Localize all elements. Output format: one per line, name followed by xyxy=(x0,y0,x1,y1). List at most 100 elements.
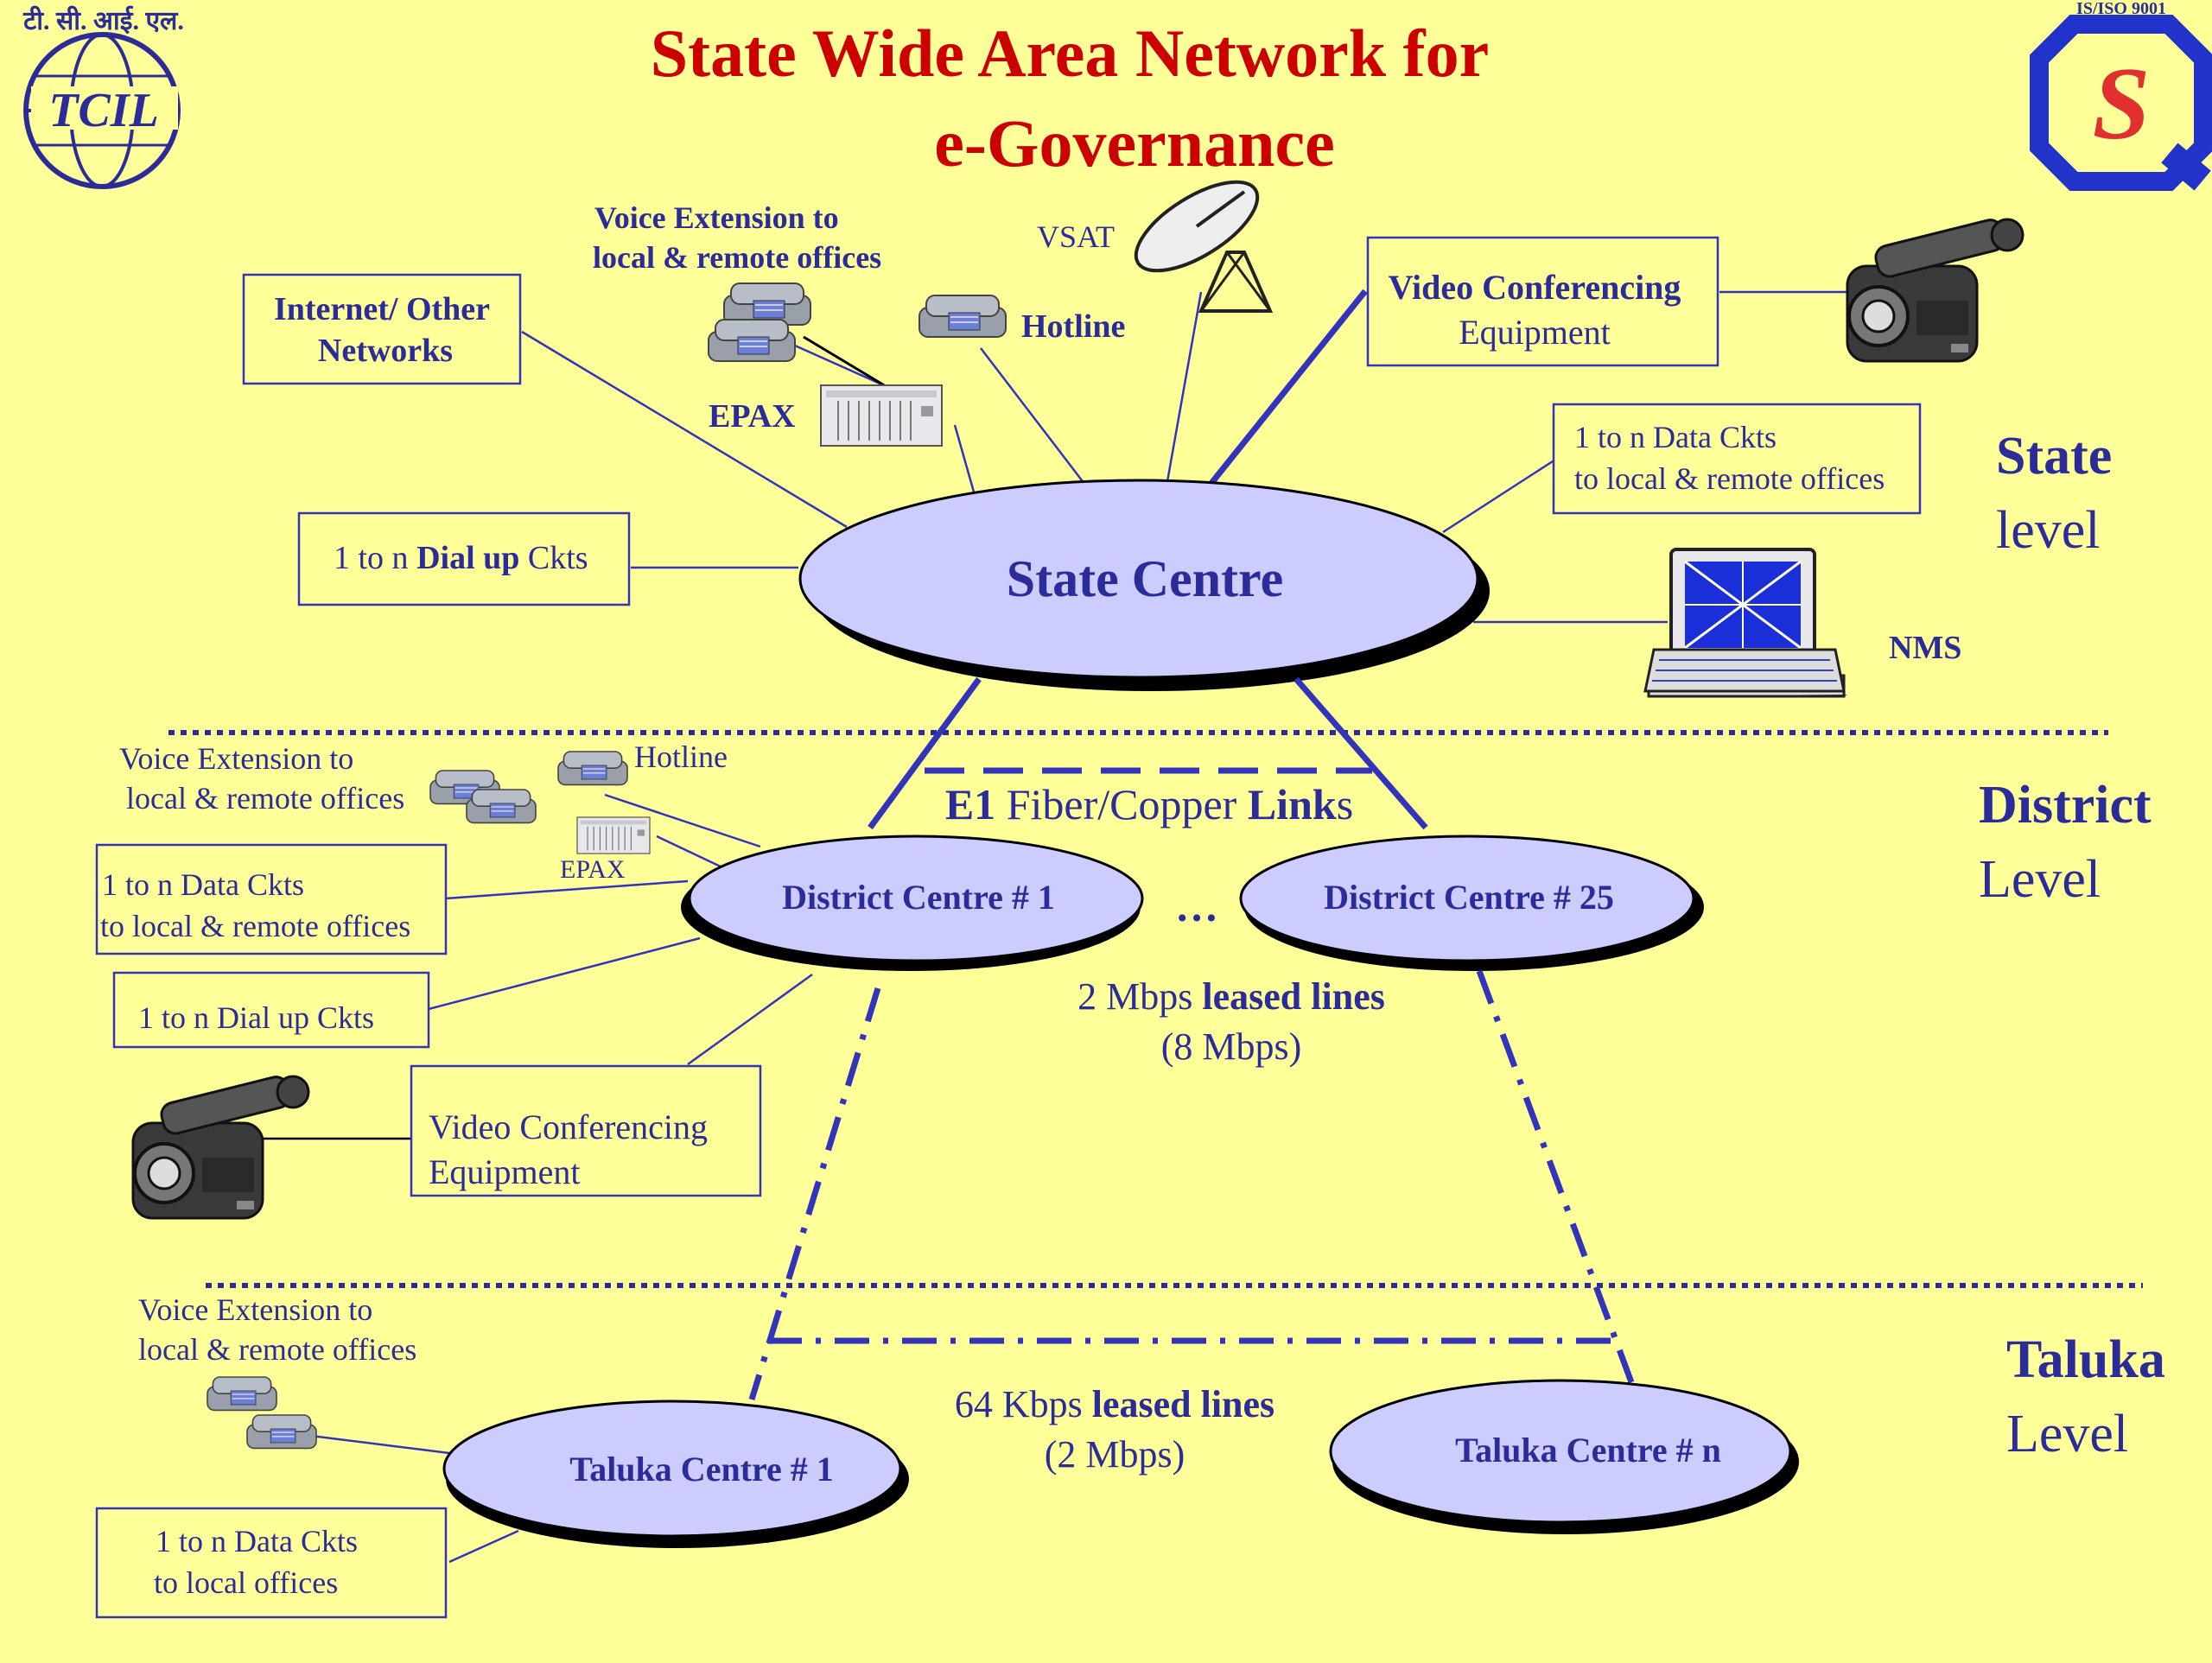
epax-icon xyxy=(576,816,651,854)
district-dialup-label: 1 to n Dial up Ckts xyxy=(138,1000,374,1035)
state-hotline-label: Hotline xyxy=(1021,308,1125,345)
internet-box-line2: Networks xyxy=(318,333,453,369)
mbps2-label: 2 Mbps leased lines (8 Mbps) xyxy=(1077,975,1385,1068)
taluka-data-ckts-line2: to local offices xyxy=(154,1565,338,1600)
district-centre-25-label: District Centre # 25 xyxy=(1324,878,1614,917)
tcil-logo: TCIL टी. सी. आई. एल. xyxy=(22,5,184,189)
phone-icon xyxy=(557,751,628,786)
vsat-label: VSAT xyxy=(1037,219,1115,254)
district-centre-25: District Centre # 25 xyxy=(1239,835,1704,971)
taluka-centre-n: Taluka Centre # n xyxy=(1329,1379,1799,1534)
kbps64-pre: 64 Kbps xyxy=(955,1383,1092,1425)
state-voice-extension: Voice Extension to local & remote office… xyxy=(593,200,891,390)
state-dialup-bold: Dial up xyxy=(416,540,519,576)
title-line-2: e-Governance xyxy=(934,105,1335,181)
iso-logo-mark: S xyxy=(2093,46,2151,161)
nms: NMS xyxy=(1643,548,1961,698)
phone-icon xyxy=(466,789,537,824)
iso-logo: IS/ISO 9001 S xyxy=(2030,0,2212,191)
epax-icon xyxy=(820,384,943,447)
internet-box: Internet/ Other Networks xyxy=(242,273,522,385)
vsat: VSAT xyxy=(1037,180,1274,313)
district-epax-label: EPAX xyxy=(560,855,626,884)
e1-label-bold2: Link xyxy=(1248,780,1337,828)
keyboard-icon xyxy=(1643,648,1846,693)
taluka-connectors xyxy=(310,1434,519,1564)
state-epax-label: EPAX xyxy=(709,398,796,435)
taluka-centre-1-label: Taluka Centre # 1 xyxy=(569,1450,834,1488)
state-video-conf-box: Video Conferencing Equipment xyxy=(1366,236,1719,367)
district-taluka-links xyxy=(748,969,1635,1401)
internet-box-line1: Internet/ Other xyxy=(274,291,490,327)
state-hotline: Hotline xyxy=(918,295,1125,345)
e1-link-label: E1 Fiber/Copper Links xyxy=(945,780,1353,828)
district-data-ckts-line1: 1 to n Data Ckts xyxy=(102,867,304,902)
phone-icon xyxy=(207,1376,277,1412)
kbps64-bold: leased lines xyxy=(1092,1383,1274,1425)
svg-text:64 Kbps leased lines: 64 Kbps leased lines xyxy=(955,1383,1274,1425)
taluka-voice-extension: Voice Extension to local & remote office… xyxy=(138,1292,416,1450)
district-voice-extension-line2: local & remote offices xyxy=(126,781,404,816)
state-dialup-pre: 1 to n xyxy=(334,540,416,576)
mbps2-sub: (8 Mbps) xyxy=(1161,1025,1302,1068)
level-district-title: District xyxy=(1979,776,2152,835)
e1-label-mid: Fiber/Copper xyxy=(995,780,1248,828)
state-voice-extension-line2: local & remote offices xyxy=(593,240,881,275)
district-connectors xyxy=(251,793,813,1140)
level-taluka-sub: Level xyxy=(2006,1405,2128,1463)
iso-logo-text: IS/ISO 9001 xyxy=(2076,0,2166,18)
state-dialup-box: 1 to n Dial up Ckts xyxy=(297,511,631,606)
phone-icon xyxy=(723,282,811,326)
kbps64-label: 64 Kbps leased lines (2 Mbps) xyxy=(955,1383,1274,1476)
taluka-voice-extension-line1: Voice Extension to xyxy=(138,1292,372,1327)
level-state-sub: level xyxy=(1996,501,2101,560)
state-epax: EPAX xyxy=(709,384,943,447)
e1-label-post: s xyxy=(1337,780,1353,828)
district-voice-extension-line1: Voice Extension to xyxy=(119,741,353,776)
district-voice-extension: Voice Extension to local & remote office… xyxy=(119,739,728,884)
state-video-conf-line1: Video Conferencing xyxy=(1389,268,1681,307)
district-dialup-box: 1 to n Dial up Ckts xyxy=(112,971,430,1049)
state-centre: State Centre xyxy=(798,479,1490,691)
taluka-centre-n-label: Taluka Centre # n xyxy=(1455,1431,1721,1469)
district-data-ckts-line2: to local & remote offices xyxy=(100,909,410,943)
level-state-title: State xyxy=(1996,427,2112,486)
mbps2-bold: leased lines xyxy=(1202,975,1384,1018)
level-labels: State level District Level Taluka Level xyxy=(1979,427,2165,1463)
district-video-conf-line2: Equipment xyxy=(429,1152,581,1191)
mbps2-pre: 2 Mbps xyxy=(1077,975,1202,1018)
taluka-data-ckts-line1: 1 to n Data Ckts xyxy=(156,1524,358,1558)
svg-text:1 to n Dial up Ckts: 1 to n Dial up Ckts xyxy=(334,540,588,576)
level-taluka-title: Taluka xyxy=(2006,1330,2165,1389)
phone-icon xyxy=(246,1414,317,1450)
title-line-1: State Wide Area Network for xyxy=(651,16,1490,91)
kbps64-sub: (2 Mbps) xyxy=(1045,1433,1185,1476)
phone-icon xyxy=(708,319,796,362)
phone-icon xyxy=(918,295,1007,338)
taluka-centre-1: Taluka Centre # 1 xyxy=(442,1400,909,1548)
level-district-sub: Level xyxy=(1979,850,2101,909)
district-video-conf-box: Video Conferencing Equipment xyxy=(410,1064,762,1197)
taluka-data-ckts-box: 1 to n Data Ckts to local offices xyxy=(95,1507,448,1619)
tcil-logo-text: TCIL xyxy=(48,84,159,137)
district-video-conf-line1: Video Conferencing xyxy=(429,1108,708,1146)
state-data-ckts-line1: 1 to n Data Ckts xyxy=(1574,420,1777,454)
state-data-ckts-box: 1 to n Data Ckts to local & remote offic… xyxy=(1552,403,1922,515)
state-video-conf-line2: Equipment xyxy=(1459,313,1611,352)
district-hotline-label: Hotline xyxy=(634,739,728,774)
taluka-voice-extension-line2: local & remote offices xyxy=(138,1332,416,1367)
state-voice-extension-line1: Voice Extension to xyxy=(594,200,839,235)
district-ellipsis: … xyxy=(1175,882,1218,930)
nms-label: NMS xyxy=(1889,630,1961,666)
state-centre-label: State Centre xyxy=(1007,550,1283,607)
title: State Wide Area Network for e-Governance xyxy=(651,16,1490,181)
district-data-ckts-box: 1 to n Data Ckts to local & remote offic… xyxy=(95,843,448,955)
e1-label-bold: E1 xyxy=(945,780,995,828)
video-conf-link-state xyxy=(1203,289,1368,493)
state-connectors xyxy=(521,290,1849,624)
state-dialup-post: Ckts xyxy=(519,540,588,576)
tcil-logo-hindi: टी. सी. आई. एल. xyxy=(22,5,184,35)
svg-text:2 Mbps leased lines: 2 Mbps leased lines xyxy=(1077,975,1385,1018)
satellite-dish-icon xyxy=(1134,180,1274,313)
